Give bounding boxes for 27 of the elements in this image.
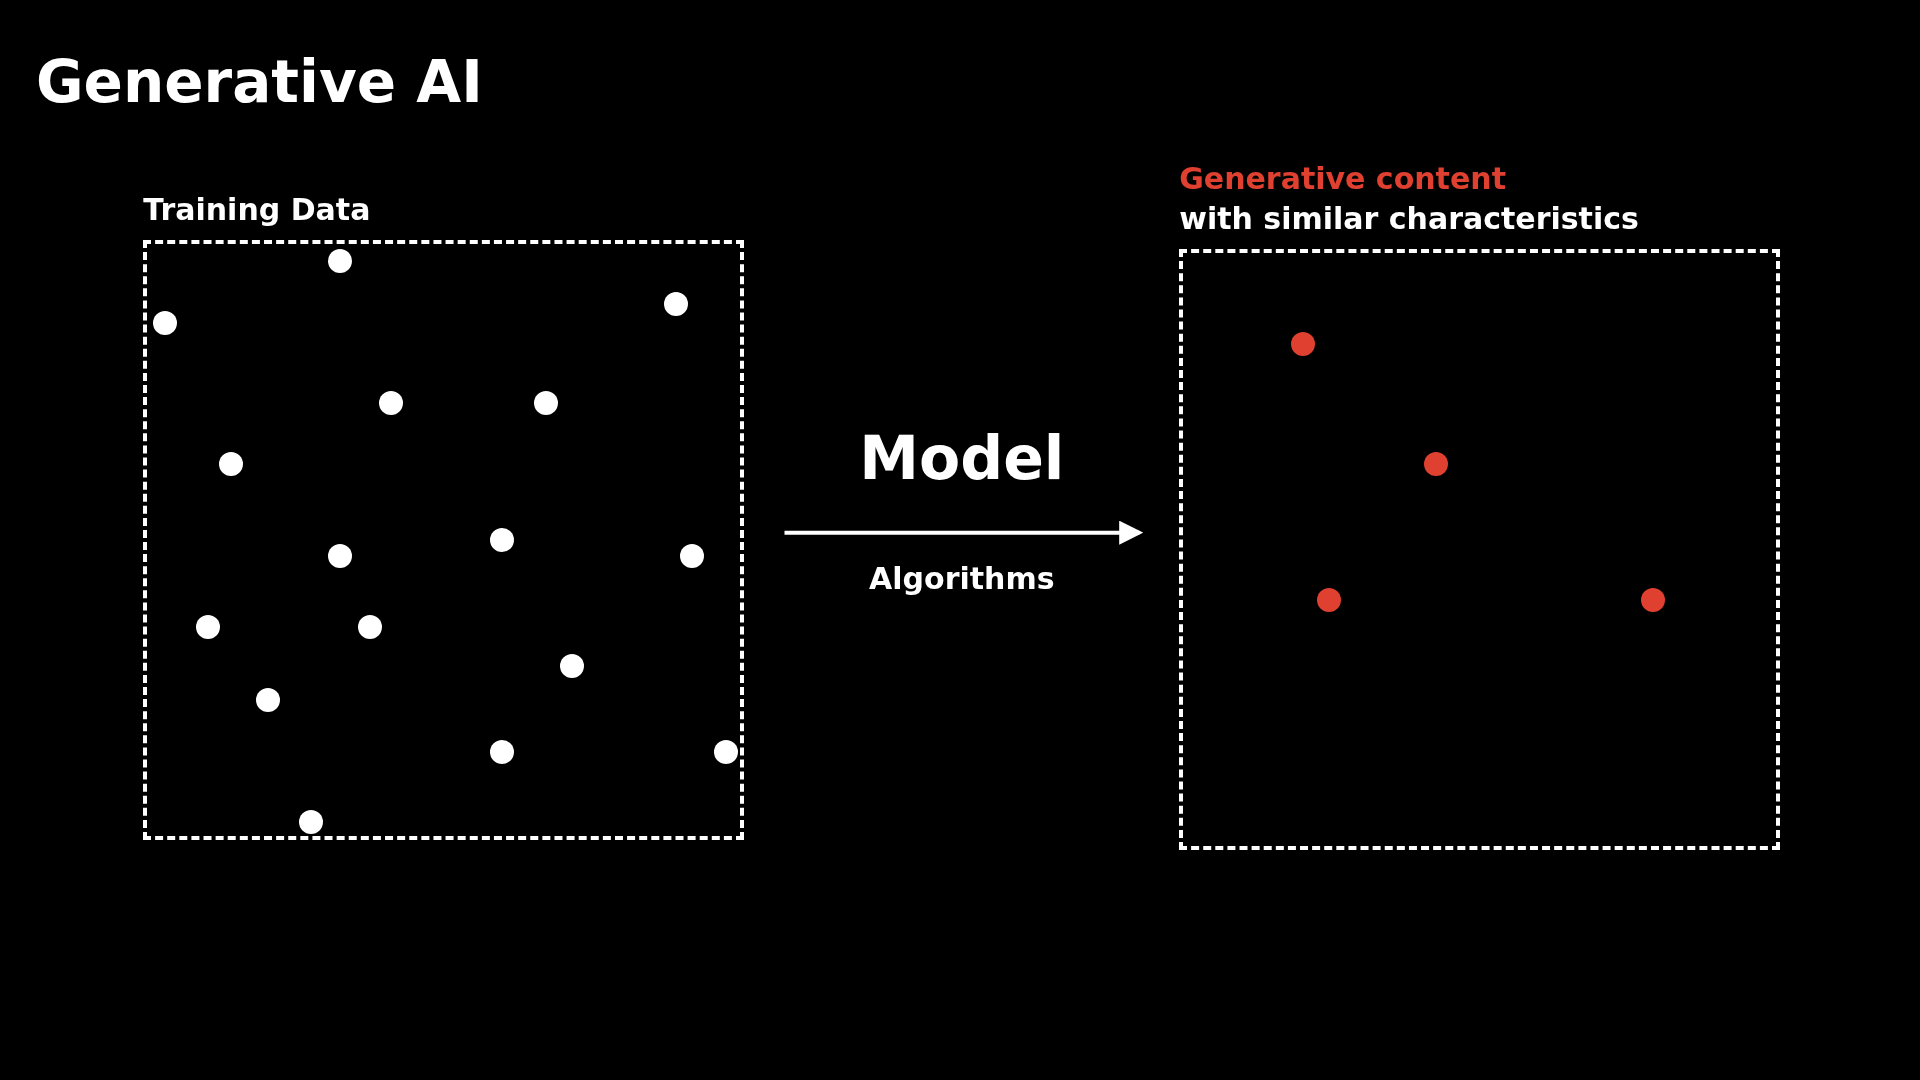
page-title: Generative AI: [36, 48, 483, 116]
data-point: [679, 543, 704, 568]
data-point: [357, 614, 382, 639]
data-point: [490, 739, 514, 764]
data-point: [219, 452, 244, 477]
data-point: [256, 688, 281, 713]
frame-heading: with similar characteristics: [1179, 200, 1639, 236]
frame-heading: Generative content: [1179, 160, 1506, 196]
data-point: [714, 739, 739, 764]
data-point: [1290, 332, 1315, 357]
data-point: [1316, 588, 1341, 612]
data-point: [299, 809, 323, 834]
arrow: [784, 520, 1144, 545]
data-point: [559, 654, 584, 679]
data-point: [1424, 452, 1449, 477]
data-point: [378, 390, 403, 415]
frame-heading: Training Data: [143, 192, 371, 227]
edge-label: Model: [859, 422, 1065, 493]
data-point: [153, 311, 178, 336]
arrow-caption: Algorithms: [869, 560, 1055, 596]
data-point: [663, 291, 688, 316]
data-point: [534, 390, 559, 415]
data-point: [328, 543, 353, 568]
data-point: [490, 528, 514, 552]
data-point: [328, 248, 353, 273]
data-point: [196, 614, 221, 639]
data-point: [1641, 588, 1666, 612]
